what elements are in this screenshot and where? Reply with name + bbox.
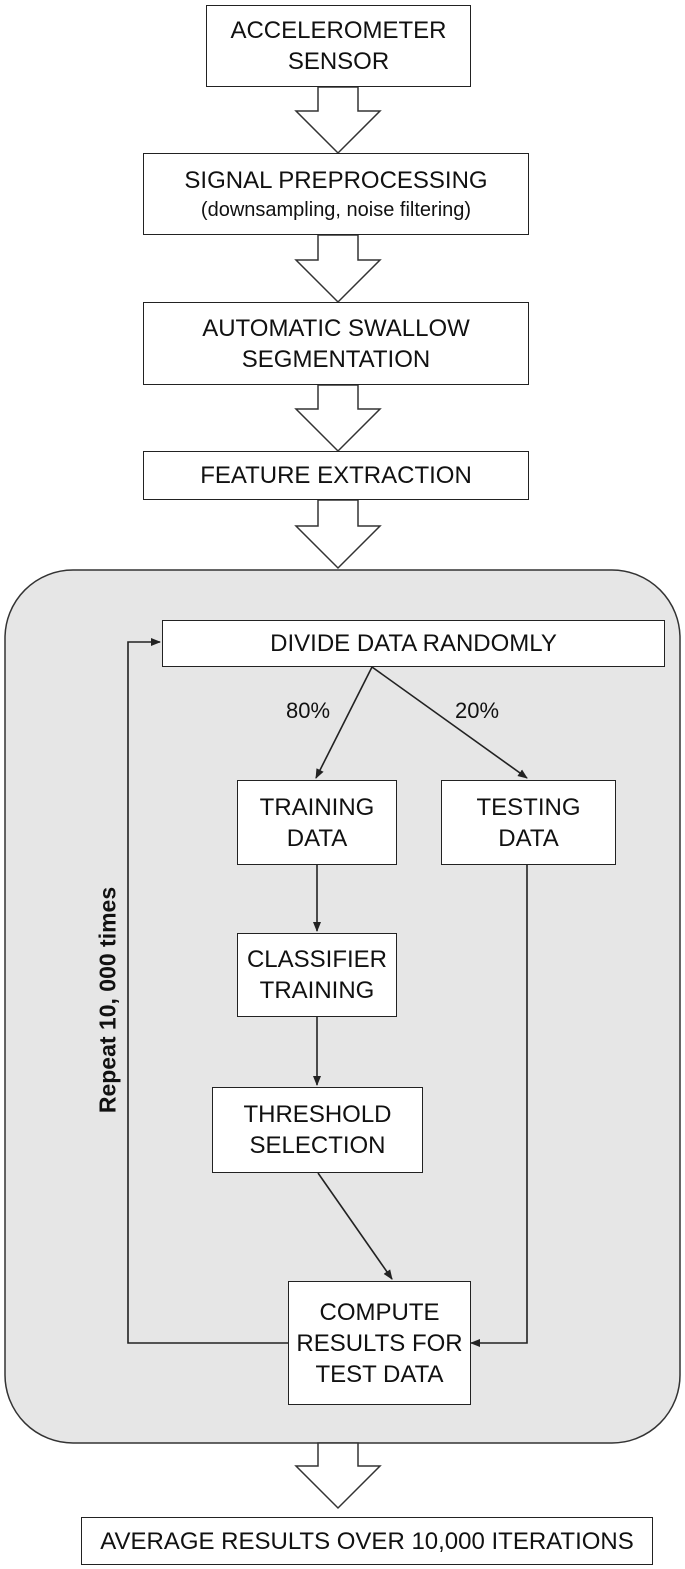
block-arrow-segmentation-to-features (294, 384, 382, 453)
train-split-label: 80% (286, 698, 331, 723)
repeat-label: Repeat 10, 000 times (94, 886, 121, 1114)
training-line-1: TRAINING (259, 793, 375, 821)
block-arrow-sensor-to-preprocessing (294, 86, 382, 155)
arrow-divide-to-training (315, 666, 373, 779)
block-arrow-loop-to-final (294, 1442, 382, 1510)
arrow-divide-to-testing (371, 666, 528, 779)
arrow-threshold-to-compute (317, 1172, 393, 1280)
box-automatic-swallow-segmentation: AUTOMATIC SWALLOW SEGMENTATION (143, 302, 529, 385)
block-arrow-preprocessing-to-segmentation (294, 234, 382, 304)
arrow-loop-feedback (127, 638, 288, 1344)
block-arrow-features-to-loop (294, 499, 382, 570)
box-signal-preprocessing: SIGNAL PREPROCESSING (downsampling, nois… (143, 153, 529, 235)
box-threshold-selection: THRESHOLD SELECTION (212, 1087, 423, 1173)
compute-line-2: RESULTS FOR (296, 1329, 463, 1357)
testing-line-1: TESTING (476, 793, 581, 821)
arrow-testing-to-compute (470, 865, 528, 1347)
preprocessing-title: SIGNAL PREPROCESSING (184, 166, 488, 194)
box-training-data: TRAINING DATA (237, 780, 397, 865)
features-label: FEATURE EXTRACTION (200, 462, 472, 489)
final-label: AVERAGE RESULTS OVER 10,000 ITERATIONS (100, 1527, 634, 1555)
divide-label: DIVIDE DATA RANDOMLY (270, 630, 557, 657)
training-line-2: DATA (286, 824, 348, 852)
test-split-label: 20% (455, 698, 500, 723)
box-divide-data-randomly: DIVIDE DATA RANDOMLY (162, 620, 665, 667)
box-accelerometer-sensor: ACCELEROMETER SENSOR (206, 5, 471, 87)
box-average-results: AVERAGE RESULTS OVER 10,000 ITERATIONS (81, 1517, 653, 1565)
threshold-line-1: THRESHOLD (243, 1101, 392, 1128)
testing-line-2: DATA (498, 824, 559, 852)
classifier-line-1: CLASSIFIER (246, 946, 388, 973)
compute-line-1: COMPUTE (319, 1298, 440, 1326)
box-feature-extraction: FEATURE EXTRACTION (143, 451, 529, 500)
box-compute-results: COMPUTE RESULTS FOR TEST DATA (288, 1281, 471, 1405)
classifier-line-2: TRAINING (259, 977, 375, 1004)
box-classifier-training: CLASSIFIER TRAINING (237, 933, 397, 1017)
segmentation-line-2: SEGMENTATION (241, 345, 431, 373)
threshold-line-2: SELECTION (249, 1132, 386, 1159)
sensor-line-1: ACCELEROMETER (230, 17, 447, 44)
segmentation-line-1: AUTOMATIC SWALLOW (202, 314, 470, 342)
preprocessing-detail: (downsampling, noise filtering) (200, 198, 472, 221)
compute-line-3: TEST DATA (315, 1360, 444, 1388)
sensor-line-2: SENSOR (287, 48, 390, 75)
box-testing-data: TESTING DATA (441, 780, 616, 865)
